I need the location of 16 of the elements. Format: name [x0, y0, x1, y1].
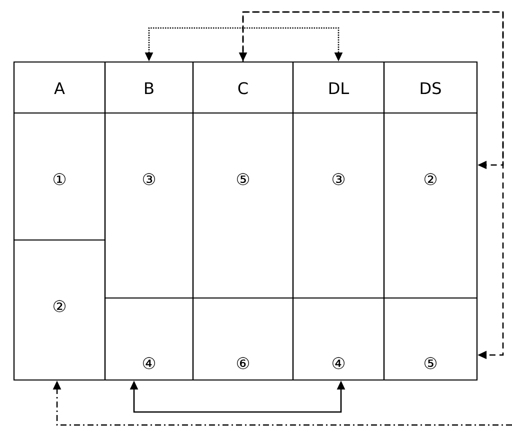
- table-cell: ③: [292, 112, 385, 299]
- table-cell: ⑥: [192, 297, 294, 381]
- table-cell: ④: [104, 297, 194, 381]
- table-cell: ③: [104, 112, 194, 299]
- table-cell: ②: [13, 239, 106, 381]
- header-cell: A: [13, 61, 106, 114]
- table-cell: ②: [383, 112, 478, 299]
- table-cell: ⑤: [383, 297, 478, 381]
- header-cell: B: [104, 61, 194, 114]
- table-cell: ①: [13, 112, 106, 241]
- header-cell: DL: [292, 61, 385, 114]
- dashed-connector: [242, 11, 504, 360]
- table-cell: ④: [292, 297, 385, 381]
- header-cell: C: [192, 61, 294, 114]
- table-cell: ⑤: [192, 112, 294, 299]
- header-cell: DS: [383, 61, 478, 114]
